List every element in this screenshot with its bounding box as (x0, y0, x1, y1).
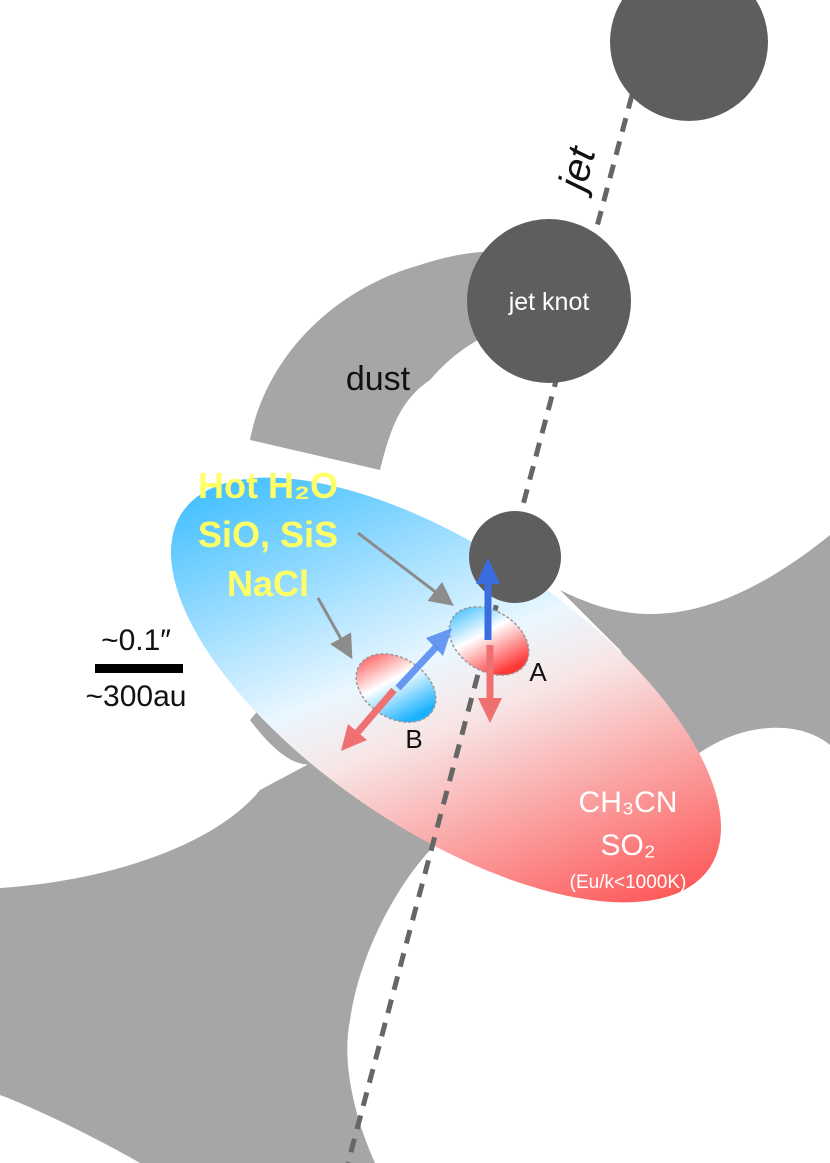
source-a-arrows (476, 558, 502, 723)
hot-molecule-line-1: Hot H₂O (198, 465, 338, 506)
scale-bar-angular-label: ~0.1″ (101, 624, 171, 657)
scale-bar-line (95, 664, 183, 673)
hot-molecule-line-3: NaCl (227, 563, 309, 604)
warm-molecule-line-2: SO₂ (601, 829, 656, 862)
source-b-label: B (405, 724, 422, 754)
energy-condition-label: (Eu/k<1000K) (570, 872, 687, 893)
source-b-blue-arrow-head (426, 628, 452, 656)
source-a-label: A (529, 657, 547, 687)
pointer-arrow-to-b (316, 597, 353, 660)
disk-ellipse (170, 477, 722, 903)
dust-label: dust (346, 360, 411, 398)
source-b-red-arrow-head (341, 724, 367, 751)
warm-molecule-line-1: CH₃CN (579, 786, 678, 819)
source-b-red-arrow-shaft (354, 687, 397, 736)
source-a-blue-arrow-head (476, 558, 500, 584)
source-b-arrows (341, 628, 452, 751)
jet-knot-middle (467, 219, 631, 383)
jet-knot-inner (469, 511, 561, 603)
source-b-blue-arrow-shaft (395, 643, 440, 691)
source-a-red-arrow-head (478, 698, 502, 723)
jet-label: jet (549, 141, 604, 200)
hot-molecule-line-2: SiO, SiS (198, 514, 338, 555)
source-a-ellipse (448, 606, 530, 676)
jet-knot-label: jet knot (508, 288, 590, 316)
pointer-arrow-to-a (357, 531, 454, 606)
dust-branch-right (560, 535, 830, 760)
dust-band-lower-left (0, 750, 435, 1163)
scale-bar: ~0.1″ ~300au (86, 624, 187, 713)
jet-knot-top (610, 0, 768, 121)
dust-arc (250, 251, 520, 470)
hot-molecules-label: Hot H₂O SiO, SiS NaCl (198, 465, 338, 604)
scale-bar-physical-label: ~300au (86, 680, 187, 713)
